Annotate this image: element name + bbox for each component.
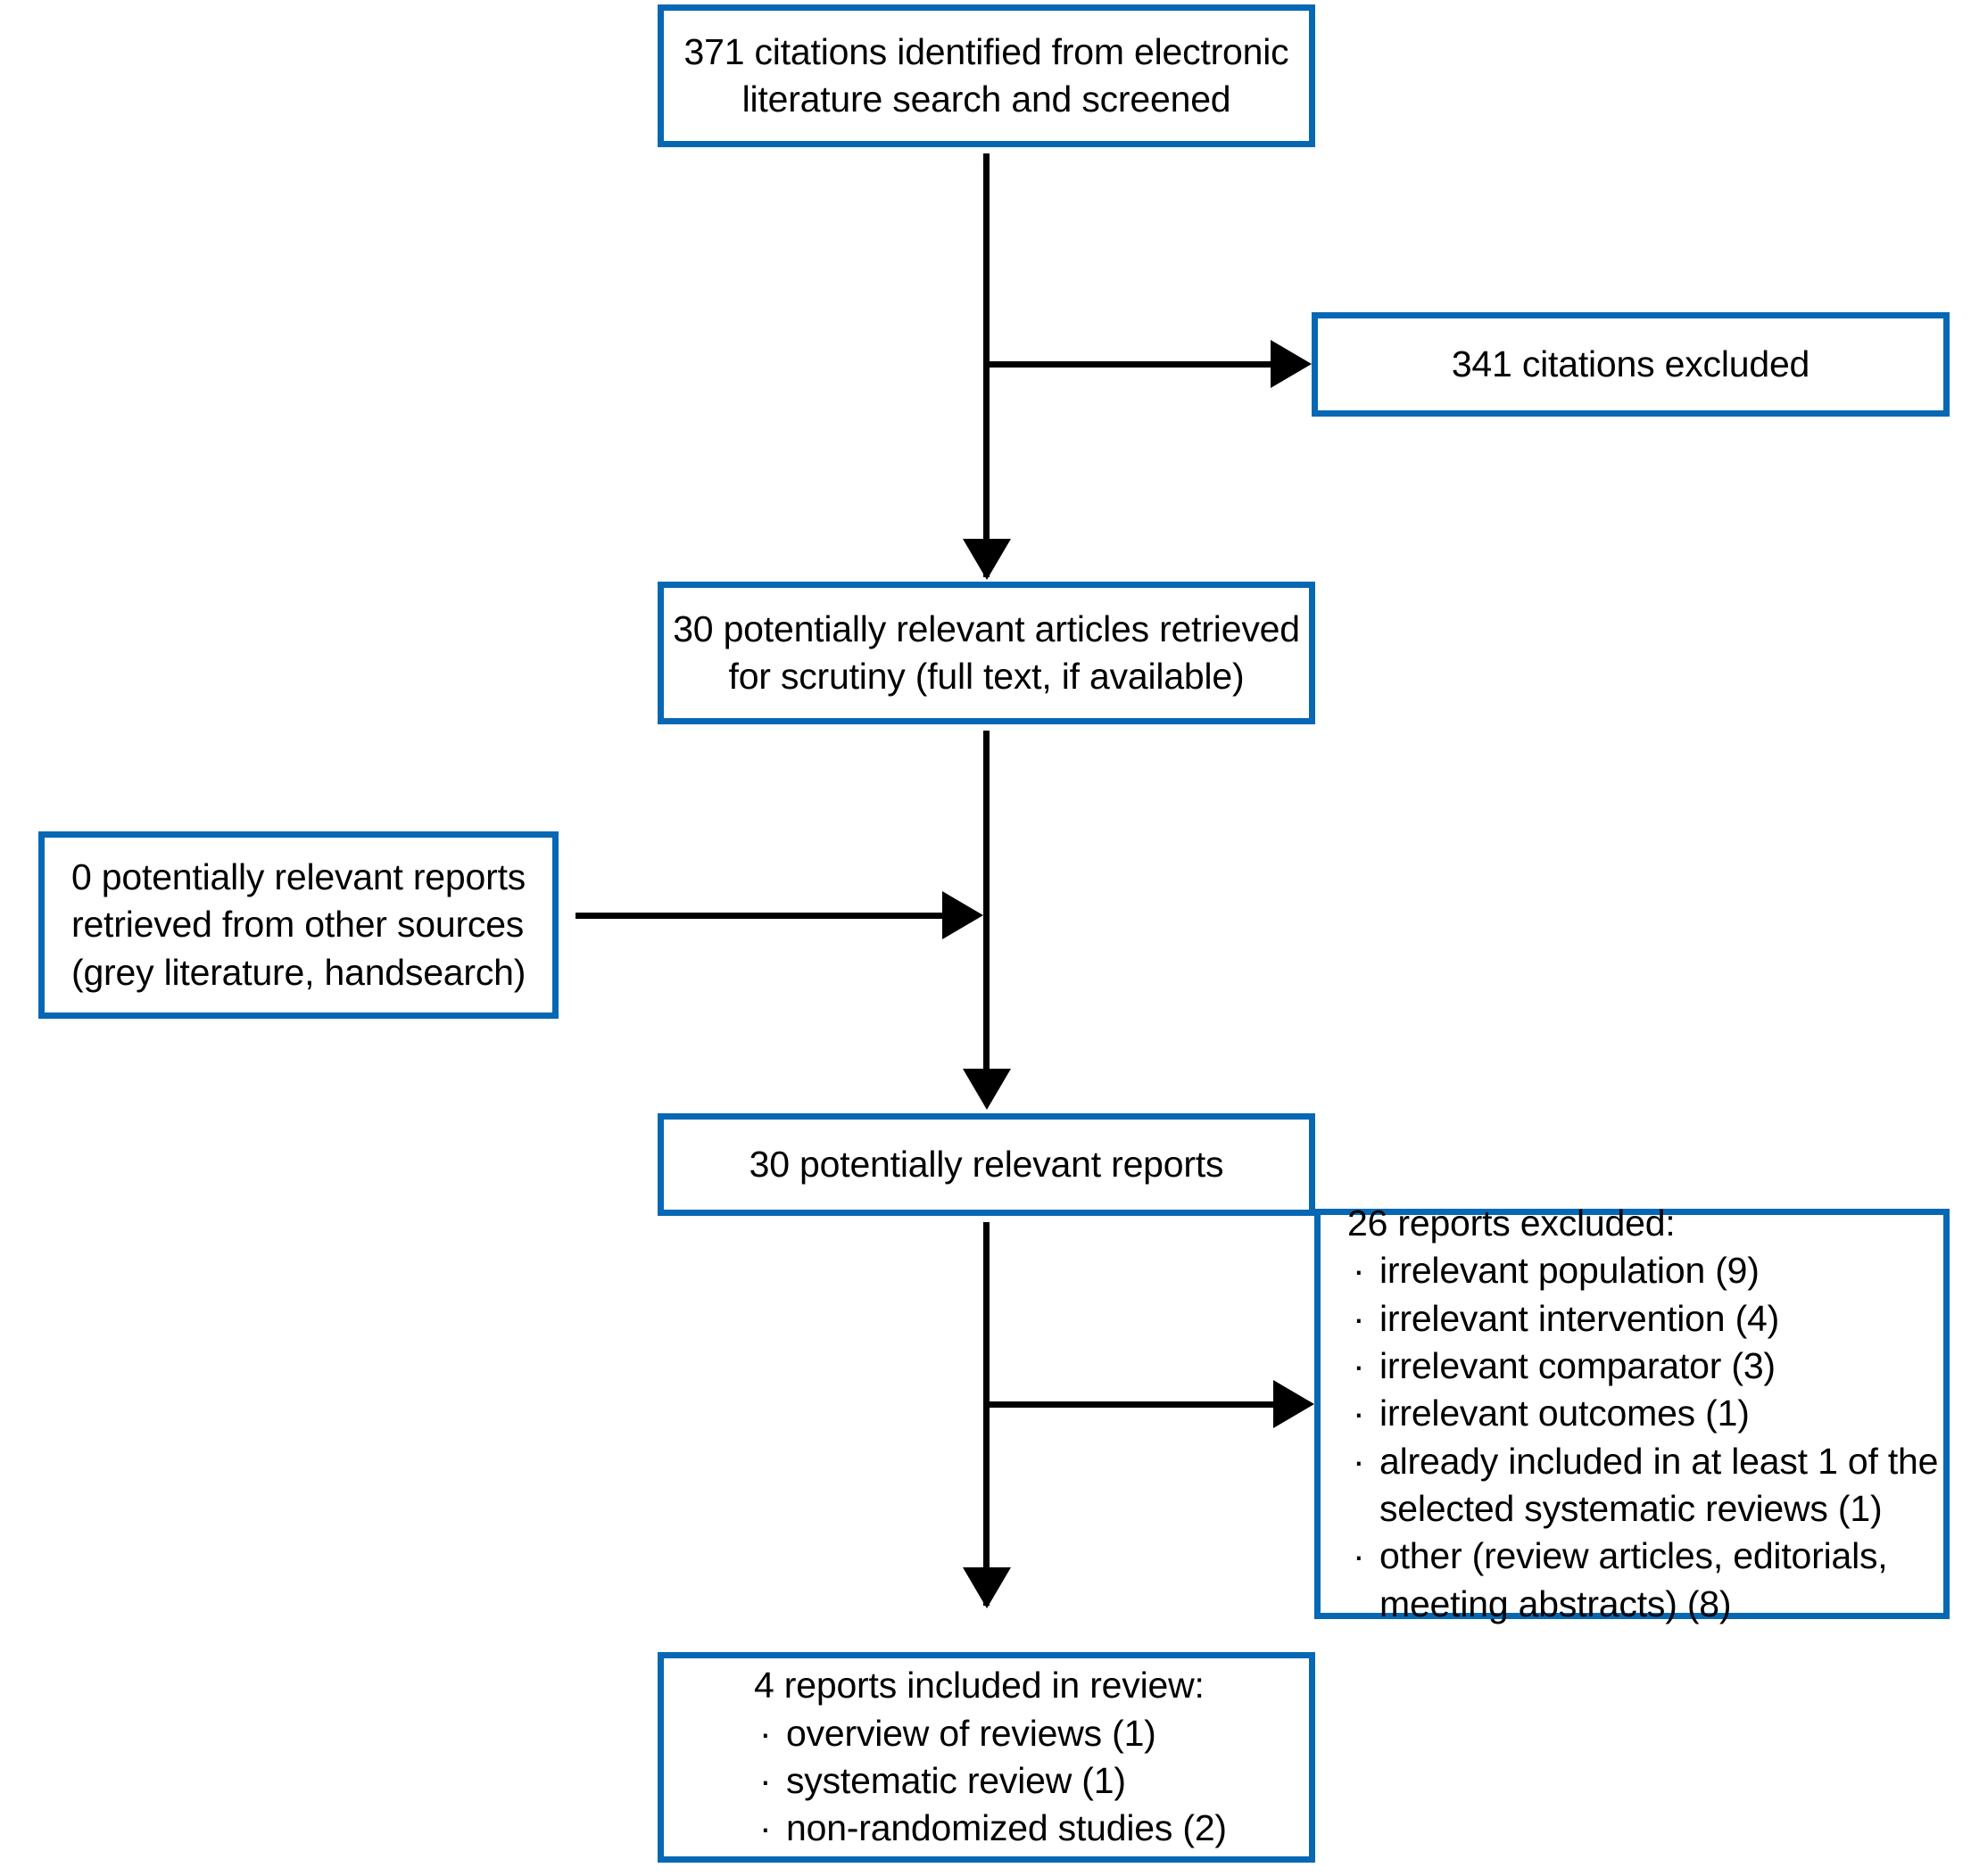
connector-reports-to-included — [983, 1222, 990, 1606]
list-item-text: other (review articles, editorials, — [1379, 1535, 1888, 1577]
box-relevant-reports: 30 potentially relevant reports — [658, 1113, 1315, 1216]
box-articles-retrieved: 30 potentially relevant articles retriev… — [658, 582, 1315, 724]
bullet-icon: · — [1353, 1297, 1365, 1339]
bullet-icon: · — [759, 1760, 772, 1801]
arrowhead-to-reports-excluded — [1273, 1380, 1314, 1428]
box-other-sources-line-3: (grey literature, handsearch) — [71, 951, 526, 993]
list-item: · overview of reviews (1) — [754, 1710, 1227, 1757]
list-item-text: systematic review (1) — [786, 1760, 1126, 1801]
bullet-icon: · — [1353, 1250, 1365, 1292]
connector-to-citations-excluded — [983, 361, 1291, 368]
bullet-icon: · — [1353, 1535, 1365, 1577]
box-citations-identified-line-1: 371 citations identified from electronic — [683, 30, 1289, 72]
box-other-sources: 0 potentially relevant reports retrieved… — [38, 831, 559, 1019]
bullet-icon: · — [759, 1712, 772, 1754]
arrowhead-reports-to-included — [963, 1567, 1011, 1608]
box-relevant-reports-line-1: 30 potentially relevant reports — [749, 1143, 1224, 1185]
arrowhead-identified-to-retrieved — [963, 539, 1011, 580]
list-item-text-cont: meeting abstracts) (8) — [1379, 1583, 1732, 1624]
box-reports-excluded: 26 reports excluded: · irrelevant popula… — [1314, 1202, 1950, 1624]
bullet-icon: · — [759, 1807, 772, 1849]
bullet-icon: · — [1353, 1393, 1365, 1434]
box-other-sources-line-2: retrieved from other sources — [71, 904, 525, 946]
arrowhead-other-sources-to-spine — [942, 891, 983, 939]
list-item: · irrelevant intervention (4) — [1347, 1295, 1938, 1343]
list-item: · irrelevant outcomes (1) — [1347, 1390, 1938, 1437]
box-citations-excluded: 341 citations excluded — [1312, 312, 1950, 417]
arrowhead-retrieved-to-reports — [963, 1069, 1011, 1110]
reports-excluded-list: · irrelevant population (9) · irrelevant… — [1321, 1247, 1938, 1627]
box-reports-excluded-heading: 26 reports excluded: — [1347, 1202, 1676, 1244]
connector-to-reports-excluded — [983, 1401, 1294, 1408]
list-item: · irrelevant comparator (3) — [1347, 1343, 1938, 1390]
bullet-icon: · — [1353, 1440, 1365, 1482]
bullet-icon: · — [1353, 1345, 1365, 1387]
connector-retrieved-to-reports — [983, 731, 990, 1071]
box-citations-identified: 371 citations identified from electronic… — [658, 4, 1315, 147]
list-item-text: irrelevant intervention (4) — [1379, 1297, 1780, 1339]
box-citations-excluded-line-1: 341 citations excluded — [1451, 343, 1810, 384]
connector-other-sources-to-spine — [576, 913, 946, 919]
list-item-text: irrelevant comparator (3) — [1379, 1345, 1776, 1387]
reports-included-list: · overview of reviews (1) · systematic r… — [754, 1710, 1227, 1853]
list-item: · already included in at least 1 of the … — [1347, 1438, 1938, 1533]
list-item: · other (review articles, editorials, me… — [1347, 1533, 1938, 1628]
list-item: · systematic review (1) — [754, 1757, 1227, 1805]
list-item-text: non-randomized studies (2) — [786, 1807, 1227, 1849]
list-item-text: overview of reviews (1) — [786, 1712, 1156, 1754]
list-item-text: already included in at least 1 of the — [1379, 1440, 1939, 1482]
box-articles-retrieved-line-1: 30 potentially relevant articles retriev… — [673, 607, 1300, 649]
box-reports-included-heading: 4 reports included in review: — [754, 1665, 1205, 1707]
box-citations-identified-line-2: literature search and screened — [741, 79, 1231, 120]
list-item-text-cont: selected systematic reviews (1) — [1379, 1487, 1883, 1529]
box-other-sources-line-1: 0 potentially relevant reports — [71, 856, 526, 898]
box-articles-retrieved-line-2: for scrutiny (full text, if available) — [728, 656, 1245, 697]
list-item-text: irrelevant outcomes (1) — [1379, 1393, 1750, 1434]
list-item: · irrelevant population (9) — [1347, 1247, 1938, 1294]
arrowhead-to-citations-excluded — [1271, 340, 1312, 388]
list-item-text: irrelevant population (9) — [1379, 1250, 1760, 1292]
box-reports-included: 4 reports included in review: · overview… — [658, 1652, 1315, 1863]
list-item: · non-randomized studies (2) — [754, 1805, 1227, 1852]
